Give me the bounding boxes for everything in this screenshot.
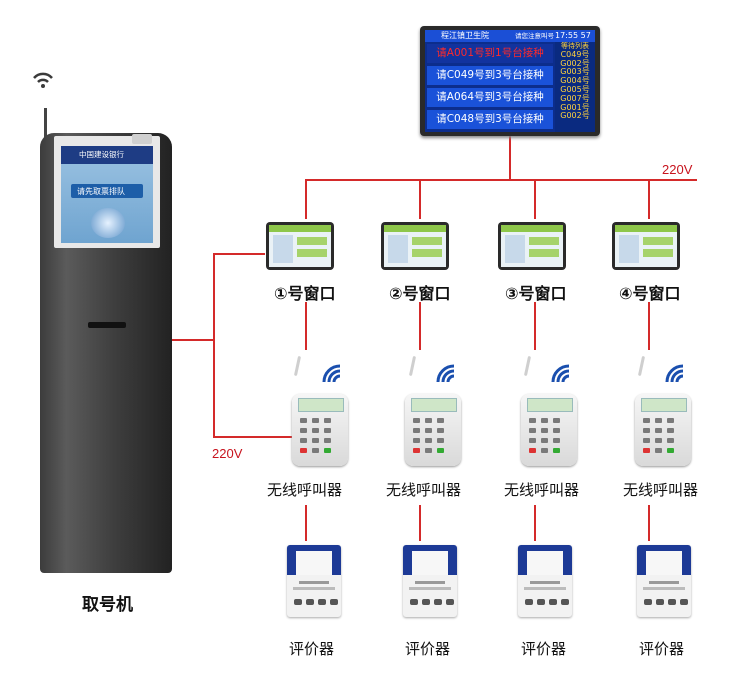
wireless-caller-2[interactable] [405,394,461,466]
caller-antenna [523,355,532,377]
window-terminal-3 [498,222,566,270]
caller-antenna [637,355,646,377]
led-row-2: 请C049号到3号台接种 [427,66,553,85]
ticket-slot[interactable] [88,322,126,328]
wireless-caller-4[interactable] [635,394,691,466]
kiosk-globe-graphic [91,208,125,238]
evaluator-3[interactable] [518,545,572,617]
wire-left-top [213,253,265,255]
waiting-item: G002号 [560,111,590,121]
wire-kiosk-link [172,339,214,341]
wireless-caller-3[interactable] [521,394,577,466]
wire-board-drop [509,136,511,180]
caller-label-4: 无线呼叫器 [623,481,699,499]
wire-caller-to-eval-2 [419,505,421,541]
led-row-4: 请C048号到3号台接种 [427,110,553,129]
wire-drop-2 [419,179,421,219]
waiting-item: G004号 [560,76,590,86]
wire-drop-1 [305,179,307,219]
wire-left-vertical [213,253,215,437]
evaluator-4[interactable] [637,545,691,617]
led-hospital-name: 程江镇卫生院 [441,31,489,40]
wire-caller-to-eval-3 [534,505,536,541]
wire-drop-3 [534,179,536,219]
bank-name: 中国建设银行 [79,150,124,159]
wifi-icon [551,364,570,383]
kiosk-screen[interactable]: 中国建设银行 请先取票排队 [61,146,153,243]
wifi-icon [665,364,684,383]
led-time: 17:55 57 [555,31,591,40]
wifi-icon [33,72,53,88]
evaluator-label-3: 评价器 [521,640,567,658]
waiting-item: C049号 [560,49,590,59]
waiting-item: G001号 [560,102,590,112]
kiosk-logo-badge [132,134,152,144]
caller-label-3: 无线呼叫器 [504,481,580,499]
wire-window-to-caller-2 [419,302,421,350]
waiting-item: G002号 [560,58,590,68]
wireless-caller-1[interactable] [292,394,348,466]
wire-window-to-caller-1 [305,302,307,350]
led-notice: 请您注意叫号 [515,32,554,40]
voltage-label-left: 220V [212,446,243,461]
wire-drop-4 [648,179,650,219]
wifi-icon [322,364,341,383]
evaluator-1[interactable] [287,545,341,617]
caller-label-1: 无线呼叫器 [267,481,343,499]
kiosk-prompt-bar[interactable]: 请先取票排队 [71,184,143,198]
waiting-item: G007号 [560,93,590,103]
caller-label-2: 无线呼叫器 [386,481,462,499]
evaluator-label-2: 评价器 [405,640,451,658]
window-label-3: ③号窗口 [505,284,567,303]
led-waiting-list: 等待列表 C049号 G002号 G003号 G004号 G005号 G007号… [555,42,595,132]
led-screen: 程江镇卫生院 请您注意叫号 17:55 57 请A001号到1号台接种 请C04… [425,30,595,132]
evaluator-label-4: 评价器 [639,640,685,658]
wire-left-bottom [213,436,293,438]
wire-caller-to-eval-4 [648,505,650,541]
window-label-2: ②号窗口 [389,284,451,303]
kiosk-bank-header: 中国建设银行 [61,146,153,164]
evaluator-label-1: 评价器 [289,640,335,658]
window-terminal-2 [381,222,449,270]
evaluator-2[interactable] [403,545,457,617]
led-row-1: 请A001号到1号台接种 [427,44,553,63]
caller-antenna [293,355,302,377]
kiosk-antenna [44,108,47,138]
wire-caller-to-eval-1 [305,505,307,541]
wire-top-bus [305,179,697,181]
kiosk-label: 取号机 [82,595,133,615]
waiting-item: G005号 [560,84,590,94]
waiting-title: 等待列表 [561,42,589,50]
caller-antenna [408,355,417,377]
led-row-3: 请A064号到3号台接种 [427,88,553,107]
voltage-label-top: 220V [662,162,693,177]
led-header: 程江镇卫生院 请您注意叫号 17:55 57 [425,30,595,42]
window-terminal-4 [612,222,680,270]
led-display-board: 程江镇卫生院 请您注意叫号 17:55 57 请A001号到1号台接种 请C04… [420,26,600,136]
kiosk-prompt: 请先取票排队 [77,187,125,196]
wire-window-to-caller-4 [648,302,650,350]
wire-window-to-caller-3 [534,302,536,350]
window-label-4: ④号窗口 [619,284,681,303]
window-label-1: ①号窗口 [274,284,336,303]
window-terminal-1 [266,222,334,270]
wifi-icon [436,364,455,383]
waiting-item: G003号 [560,67,590,77]
